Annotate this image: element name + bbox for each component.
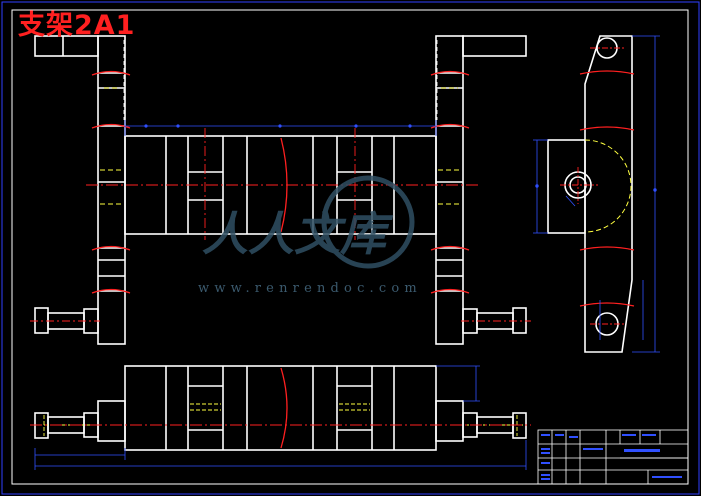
watermark-logo: 人人文库 [202, 175, 415, 269]
top-view [34, 365, 527, 451]
drawing-title: 支架2A1 [18, 10, 136, 41]
watermark-logo-text: 人人文库 [202, 207, 394, 261]
watermark-url: www.renrendoc.com [198, 281, 422, 296]
title-block [537, 429, 689, 485]
side-view-centerlines [560, 47, 635, 325]
front-view-hidden-lines [100, 40, 461, 205]
front-view [34, 35, 527, 345]
top-view-hidden-lines [38, 403, 523, 436]
side-view-hidden-arc [584, 139, 632, 233]
top-view-dimensions [34, 365, 527, 470]
top-view-centerlines [30, 367, 531, 449]
side-view-dimensions [533, 35, 660, 353]
front-view-dimensions [124, 120, 437, 136]
title-block-text-marks [541, 434, 682, 480]
front-view-centerlines [30, 70, 531, 322]
